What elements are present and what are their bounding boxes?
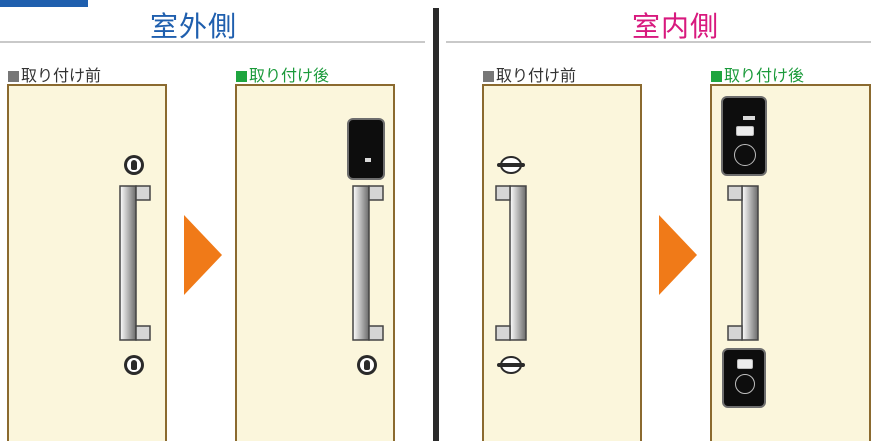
smart-lock-icon: [347, 118, 385, 180]
before-marker: [8, 71, 19, 82]
door-handle: [352, 185, 384, 341]
after-marker: [711, 71, 722, 82]
panel-label-outside-before: 取り付け前: [8, 62, 101, 86]
section-divider: [433, 8, 439, 441]
keyhole-icon: [124, 155, 144, 175]
door-handle: [495, 185, 527, 341]
arrow-right-icon: [659, 215, 697, 295]
corner-accent: [0, 0, 88, 7]
outside-heading-rule: [0, 41, 425, 43]
keyhole-icon: [357, 355, 377, 375]
door-handle: [119, 185, 151, 341]
panel-label-outside-after: 取り付け後: [236, 62, 329, 86]
keyhole-icon: [124, 355, 144, 375]
arrow-right-icon: [184, 215, 222, 295]
after-marker: [236, 71, 247, 82]
smart-lock-icon: [721, 96, 767, 176]
door-inside-before: [482, 84, 642, 441]
thumbturn-icon: [497, 156, 525, 174]
inside-heading: 室内側: [632, 10, 720, 43]
panel-label-inside-before: 取り付け前: [483, 62, 576, 86]
panel-label-inside-after: 取り付け後: [711, 62, 804, 86]
outside-heading: 室外側: [150, 10, 238, 43]
door-outside-before: [7, 84, 167, 441]
thumbturn-icon: [497, 356, 525, 374]
inside-heading-rule: [446, 41, 871, 43]
door-handle: [727, 185, 759, 341]
smart-lock-icon: [722, 348, 766, 408]
before-marker: [483, 71, 494, 82]
